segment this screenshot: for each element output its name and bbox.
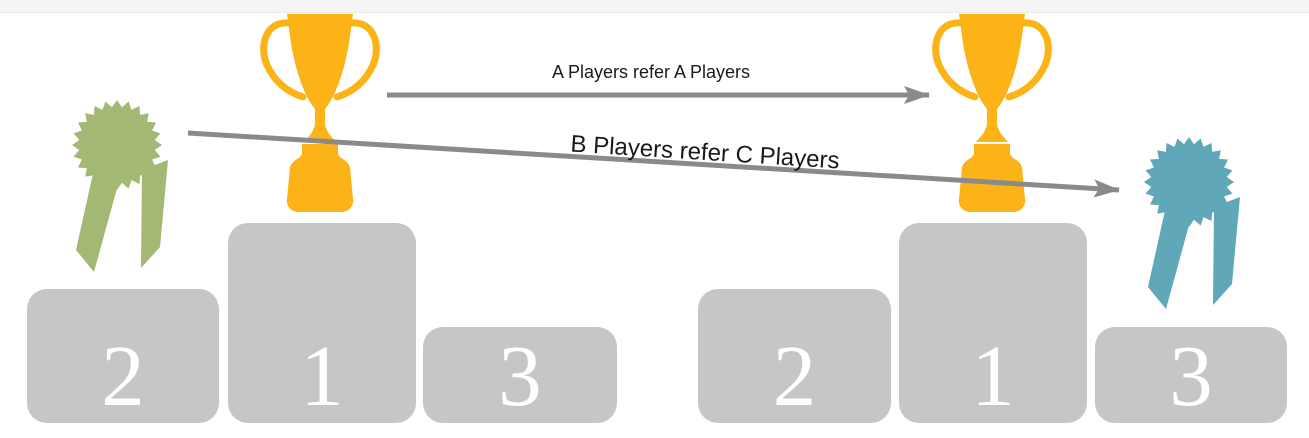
podium-left-block-first: 1 <box>228 223 416 423</box>
trophy-icon <box>932 14 1052 212</box>
podium-right-block-second: 2 <box>698 289 891 423</box>
rank-number: 2 <box>772 327 817 424</box>
arrow-label-b-refer-c: B Players refer C Players <box>569 130 841 175</box>
rank-number: 2 <box>101 327 145 424</box>
green-rosette-icon <box>72 100 168 272</box>
podium-left-block-third: 3 <box>423 327 617 423</box>
arrow-label-a-refer-a: A Players refer A Players <box>551 62 751 82</box>
rank-number: 1 <box>971 327 1015 424</box>
rank-number: 3 <box>498 327 542 424</box>
rank-number: 3 <box>1169 327 1213 424</box>
blue-rosette-icon <box>1144 137 1240 309</box>
top-band <box>0 0 1309 13</box>
podium-right-block-first: 1 <box>899 223 1087 423</box>
trophy-icon <box>260 14 380 212</box>
podium-left-block-second: 2 <box>27 289 219 423</box>
podium-right-block-third: 3 <box>1095 327 1287 423</box>
rank-number: 1 <box>300 327 344 424</box>
